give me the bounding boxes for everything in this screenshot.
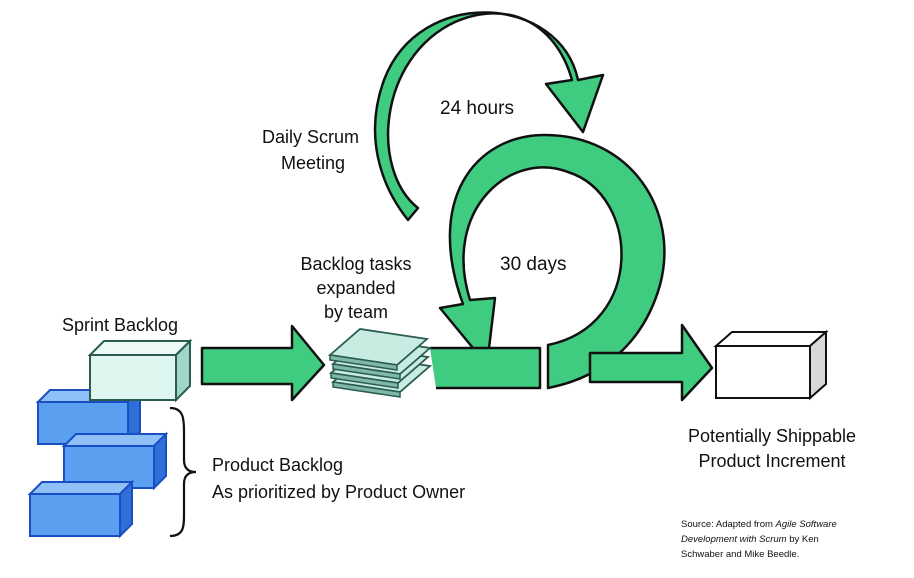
source-line: Source: Adapted from Agile Software: [681, 519, 837, 530]
shippable-increment-label: Potentially Shippable: [688, 426, 856, 446]
daily-scrum-label: Daily Scrum: [262, 127, 359, 147]
output-arrow: [588, 323, 714, 402]
daily-scrum-loop-arrow: [373, 11, 605, 222]
task-sheet: [327, 328, 430, 371]
product-backlog-brace: [169, 406, 197, 538]
source-line: Development with Scrum by Ken: [681, 534, 819, 545]
source-book-title: Agile Software: [775, 519, 837, 530]
product-backlog-blocks: [27, 387, 169, 539]
sprint-backlog-label: Sprint Backlog: [62, 315, 178, 335]
sprint-backlog-box: [87, 338, 193, 403]
source-text: Source: Adapted from: [681, 519, 776, 530]
product-backlog-block: [61, 431, 169, 491]
daily-scrum-label: Meeting: [281, 153, 345, 173]
twenty-four-hours-label: 24 hours: [440, 98, 514, 119]
product-backlog-label: Product Backlog: [212, 455, 343, 475]
product-backlog-subtitle: As prioritized by Product Owner: [212, 482, 465, 502]
sprint-loop-arrow: [438, 133, 666, 390]
backlog-tasks-stack: [327, 328, 433, 398]
sprint-input-bar: [430, 346, 542, 390]
shippable-increment-label: Product Increment: [698, 451, 845, 471]
source-book-title: Development with Scrum: [681, 534, 787, 545]
thirty-days-label: 30 days: [500, 254, 567, 275]
backlog-to-tasks-arrow: [200, 324, 326, 402]
shippable-increment-box: [713, 329, 829, 401]
backlog-tasks-label: expanded: [316, 278, 395, 298]
product-backlog-block: [27, 479, 135, 539]
backlog-tasks-label: by team: [324, 302, 388, 322]
source-text: by Ken: [787, 534, 819, 545]
backlog-tasks-label: Backlog tasks: [300, 254, 411, 274]
source-line: Schwaber and Mike Beedle.: [681, 549, 799, 560]
